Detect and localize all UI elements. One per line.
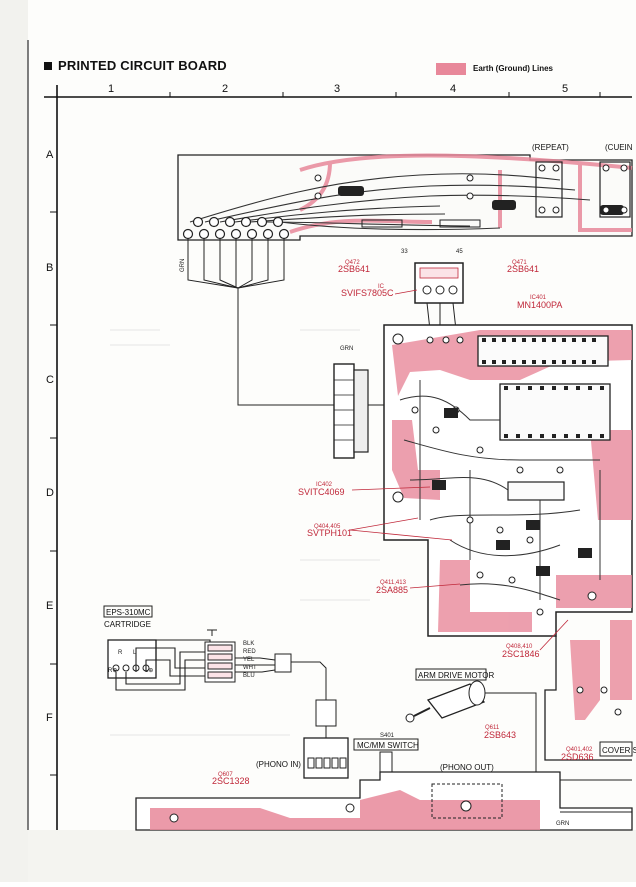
- wire-blu: BLU: [243, 673, 255, 679]
- q607-ref: Q607: [218, 772, 233, 778]
- phono-in-connector: [303, 699, 349, 779]
- q408-part: 2SC1846: [502, 649, 540, 659]
- cartridge-model: EPS-310MC: [106, 608, 151, 617]
- grn-label-mid: GRN: [340, 346, 353, 352]
- pin-45-label: 45: [456, 249, 463, 255]
- pol-r: R: [118, 650, 123, 656]
- q472-ref: Q472: [345, 260, 360, 266]
- top-switch-board: (REPEAT) (CUEIN Q472 2SB641 Q471 2SB641: [177, 143, 633, 274]
- q607-part: 2SC1328: [212, 776, 250, 786]
- earth-legend-swatch: [436, 63, 466, 75]
- ic402-part: SVITC4069: [298, 487, 345, 497]
- q411-part: 2SA885: [376, 585, 408, 595]
- pol-lg: L⊕: [145, 668, 153, 674]
- q472-part: 2SB641: [338, 264, 370, 274]
- q411-ref: Q411,413: [380, 580, 407, 586]
- bottom-board: [135, 771, 633, 831]
- right-board: [544, 620, 633, 761]
- q611-part: 2SB643: [484, 730, 516, 740]
- grid-col-5: 5: [562, 83, 569, 95]
- grid-col-2: 2: [222, 83, 229, 95]
- grid-row-a: A: [46, 149, 54, 161]
- page-title: PRINTED CIRCUIT BOARD: [58, 58, 227, 73]
- q471-ref: Q471: [512, 260, 527, 266]
- ic402-ref: IC402: [316, 482, 333, 488]
- ic401-part: MN1400PA: [517, 300, 562, 310]
- grid-row-e: E: [46, 600, 54, 612]
- cartridge: [103, 605, 327, 705]
- grid-col-1: 1: [108, 83, 115, 95]
- pol-rg: R⊕: [108, 668, 117, 674]
- wire-wht: WHT: [243, 665, 257, 671]
- grid-row-d: D: [46, 487, 54, 499]
- ic401-ref: IC401: [530, 295, 547, 301]
- regulator-ic: [414, 262, 464, 331]
- main-board: [383, 324, 633, 637]
- arm-drive-motor: [405, 668, 632, 781]
- q408-ref: Q408,410: [506, 644, 533, 650]
- grid-row-f: F: [46, 712, 53, 724]
- phono-out-label: (PHONO OUT): [440, 763, 494, 772]
- phono-in-label: (PHONO IN): [256, 760, 301, 769]
- grid-row-c: C: [46, 374, 54, 386]
- pin-33-label: 33: [401, 249, 408, 255]
- wire-blk: BLK: [243, 641, 254, 647]
- cartridge-label: CARTRIDGE: [104, 620, 151, 629]
- pol-l: L: [133, 650, 137, 656]
- earth-legend-label: Earth (Ground) Lines: [473, 64, 553, 73]
- ic-reg-part: SVIFS7805C: [341, 288, 394, 298]
- wire-red: RED: [243, 649, 256, 655]
- repeat-label: (REPEAT): [532, 143, 569, 152]
- q401-part: 2SD636: [561, 752, 594, 762]
- ic-reg-ref: IC: [378, 284, 385, 290]
- grn-label-bottom: GRN: [556, 821, 569, 827]
- grid-col-4: 4: [450, 83, 457, 95]
- q404-part: SVTPH101: [307, 528, 352, 538]
- grn-connector: [333, 363, 369, 459]
- cover-s-label: COVER S: [602, 746, 636, 755]
- mcmm-label: MC/MM SWITCH: [357, 741, 419, 750]
- grid-col-3: 3: [334, 83, 341, 95]
- wire-yel: YEL: [243, 657, 255, 663]
- grn-label-left: GRN: [180, 259, 186, 272]
- q404-ref: Q404,405: [314, 524, 341, 530]
- arm-motor-label: ARM DRIVE MOTOR: [418, 671, 495, 680]
- q401-ref: Q401,402: [566, 747, 593, 753]
- cueing-label: (CUEIN: [605, 143, 633, 152]
- q471-part: 2SB641: [507, 264, 539, 274]
- title-bullet: [44, 62, 52, 70]
- grid-row-b: B: [46, 262, 54, 274]
- q611-ref: Q611: [485, 725, 500, 731]
- s401-label: S401: [380, 733, 395, 739]
